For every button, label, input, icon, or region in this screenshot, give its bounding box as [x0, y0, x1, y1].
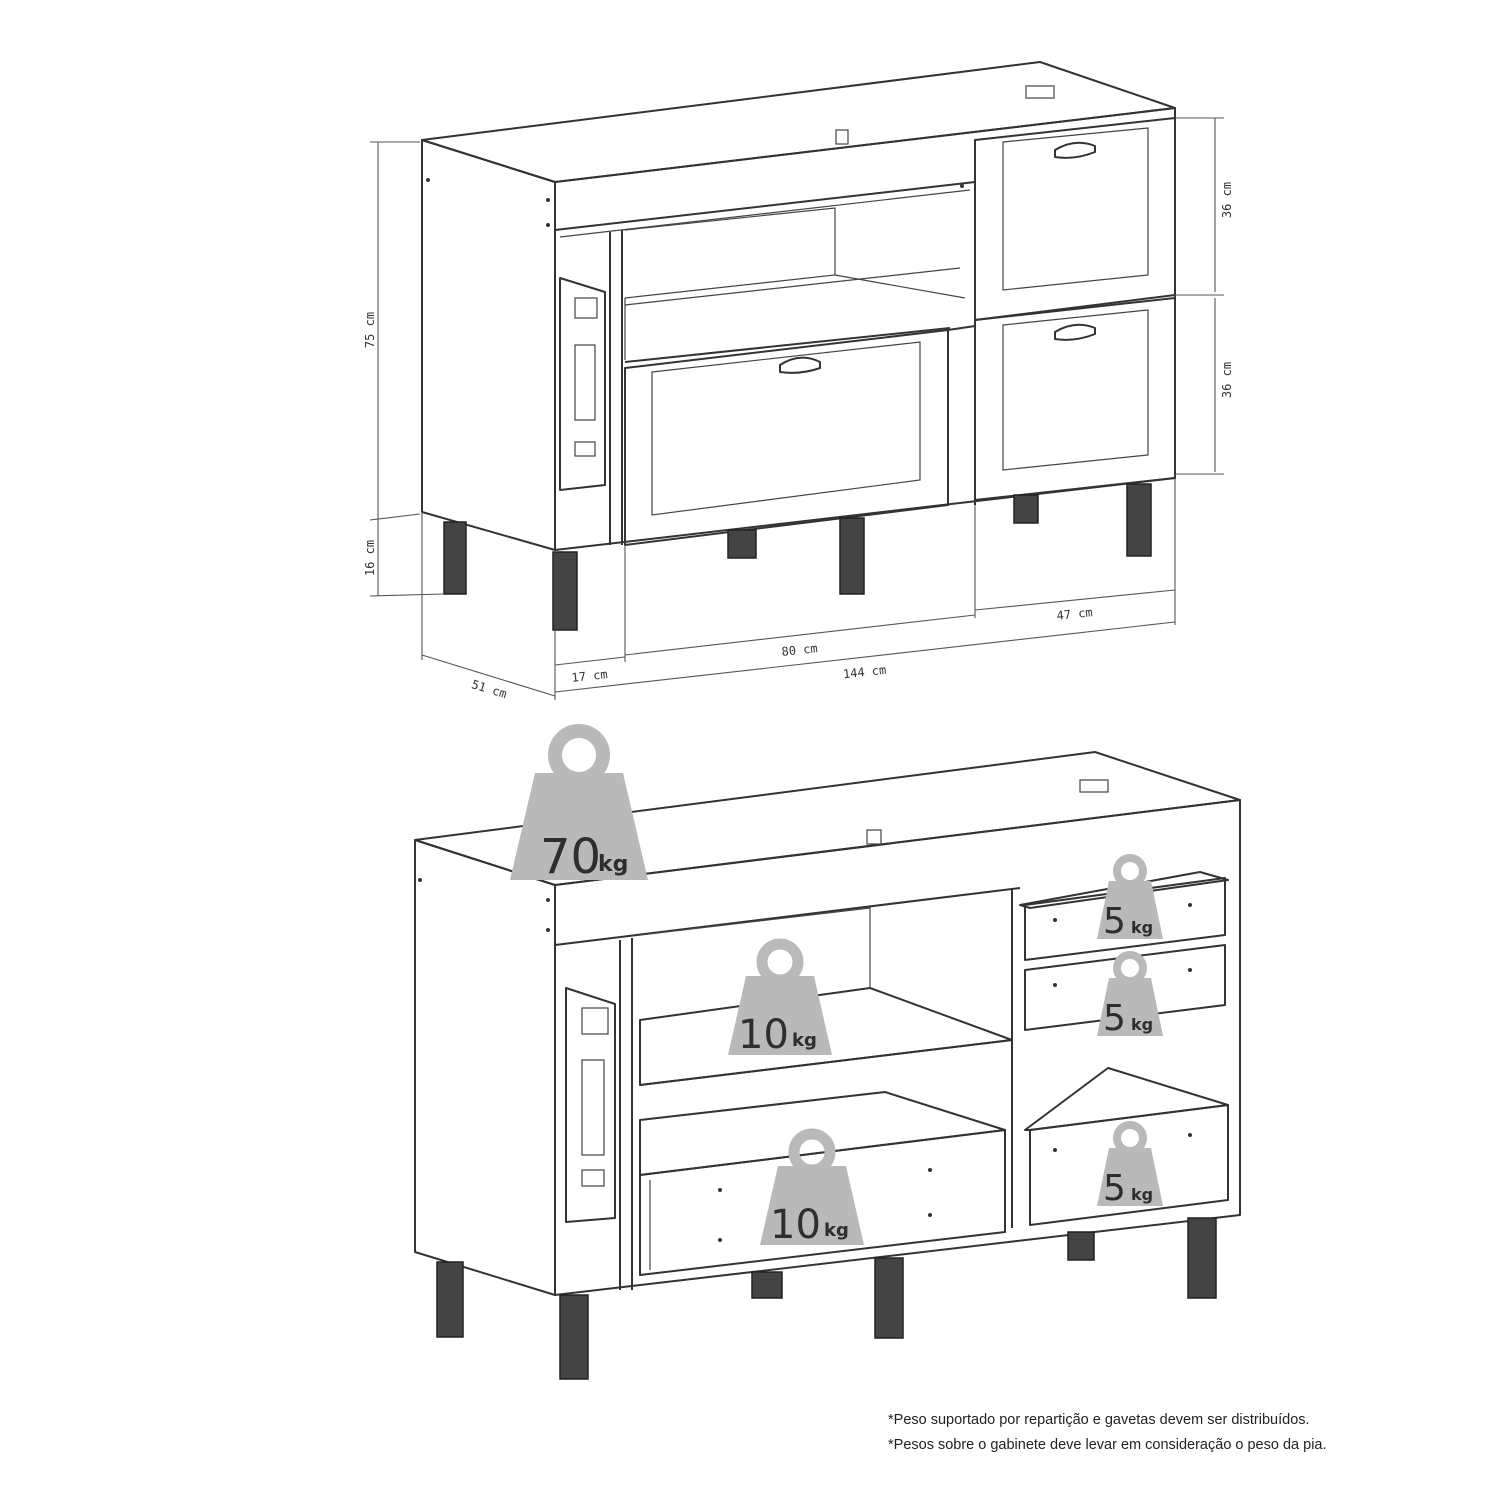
weight-drawer-1-unit: kg [1131, 918, 1153, 937]
weight-icon-drawer-1: 5 kg [1097, 854, 1163, 942]
weight-icon-drawer-2: 5 kg [1097, 951, 1163, 1039]
dim-depth: 51 cm [470, 677, 509, 701]
footnotes: *Peso suportado por repartição e gavetas… [888, 1408, 1327, 1458]
weight-drawer-2-unit: kg [1131, 1015, 1153, 1034]
dim-leg-height: 16 cm [363, 540, 377, 576]
footnote-1: *Peso suportado por repartição e gavetas… [888, 1412, 1310, 1428]
dim-total-width: 144 cm [842, 663, 887, 681]
weight-big-drawer-value: 10 [770, 1202, 821, 1248]
dimension-lines [369, 117, 1224, 700]
front-view-closed [421, 61, 1176, 631]
footnote-2: *Pesos sobre o gabinete deve levar em co… [888, 1437, 1327, 1453]
weight-icon-top: 70 kg [510, 724, 648, 885]
dim-center-width: 80 cm [781, 641, 818, 659]
weight-top-value: 70 [540, 829, 601, 885]
weight-drawer-2-value: 5 [1103, 998, 1126, 1039]
dim-right-width: 47 cm [1056, 605, 1093, 623]
weight-drawer-1-value: 5 [1103, 901, 1126, 942]
weight-icon-shelf: 10 kg [728, 938, 832, 1058]
dim-drawer-top: 36 cm [1220, 182, 1234, 218]
front-view-open [414, 751, 1241, 1380]
dim-height-total: 75 cm [363, 312, 377, 348]
weight-drawer-3-unit: kg [1131, 1185, 1153, 1204]
weight-top-unit: kg [598, 852, 628, 877]
dim-drawer-bottom: 36 cm [1220, 362, 1234, 398]
weight-drawer-3-value: 5 [1103, 1168, 1126, 1209]
weight-big-drawer-unit: kg [824, 1220, 849, 1241]
weight-icon-drawer-3: 5 kg [1097, 1121, 1163, 1209]
weight-shelf-unit: kg [792, 1030, 817, 1051]
dim-left-niche: 17 cm [571, 667, 608, 685]
weight-icon-big-drawer: 10 kg [760, 1128, 864, 1248]
weight-shelf-value: 10 [738, 1012, 789, 1058]
